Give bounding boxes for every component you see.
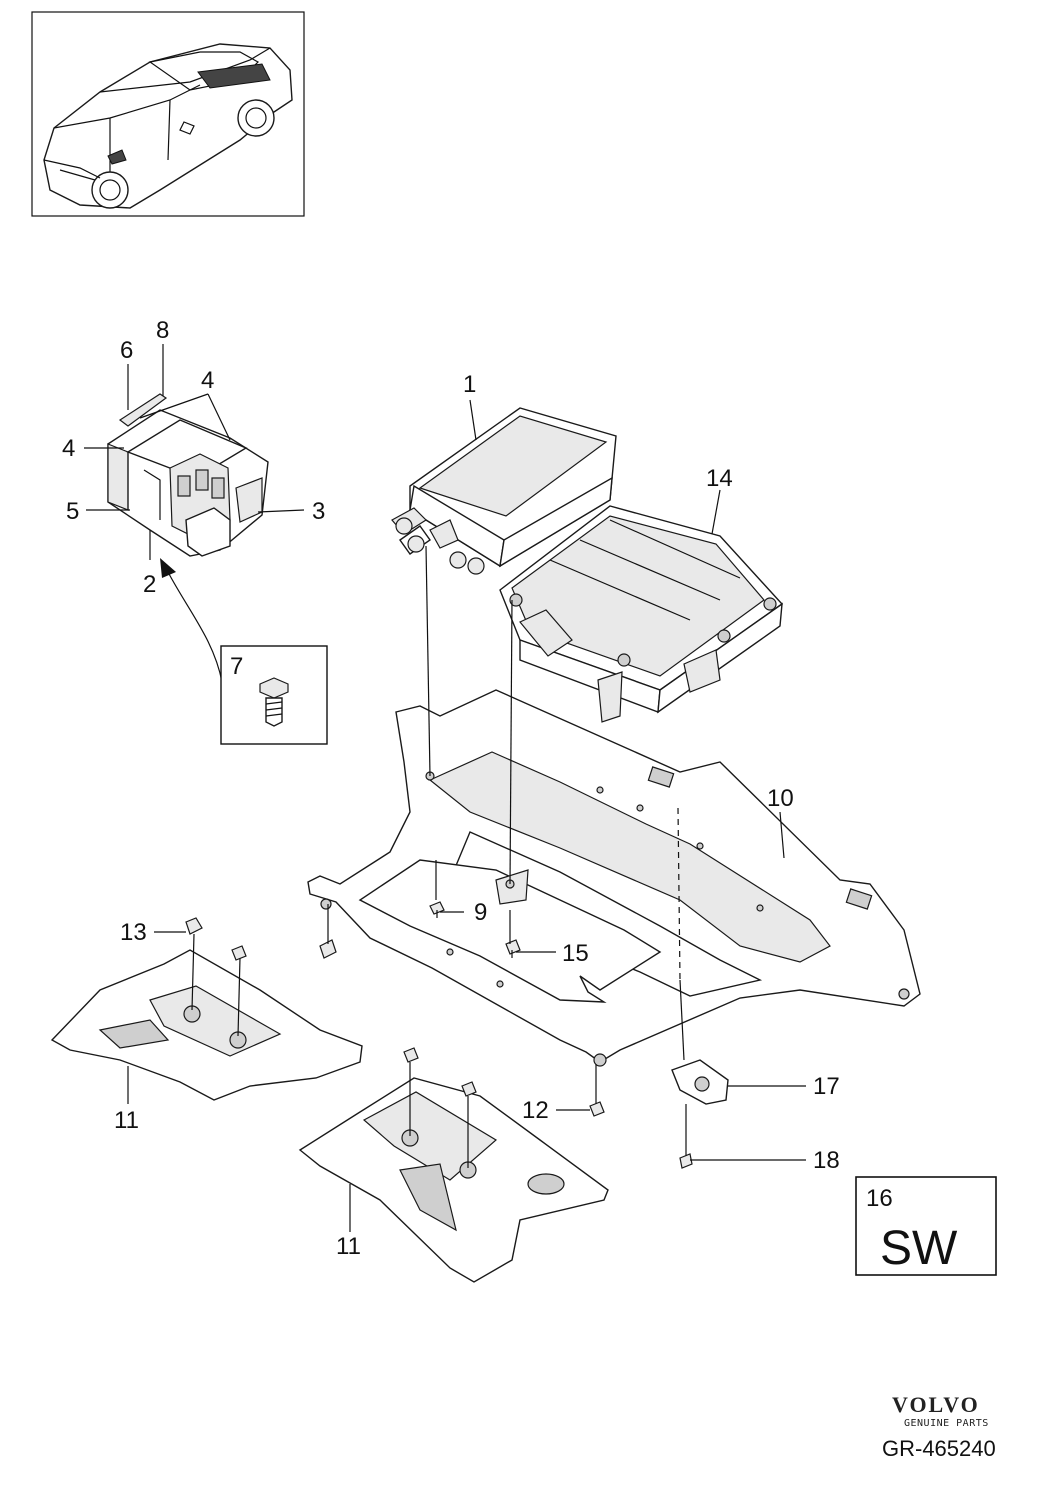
callout-3: 3: [312, 498, 325, 525]
callout-2: 2: [143, 571, 156, 598]
genuine-parts-tagline: GENUINE PARTS: [904, 1418, 989, 1429]
callout-9: 9: [474, 899, 487, 926]
charger-control-unit: [107, 393, 269, 560]
callout-13: 13: [120, 919, 147, 946]
vehicle-locator-inset: [31, 11, 305, 217]
nut-13-icon: [185, 917, 203, 935]
install-arrow: [160, 558, 223, 683]
callout-10: 10: [767, 785, 794, 812]
leader-lines: [84, 344, 806, 1232]
flange-bolt-icon: [259, 677, 289, 727]
callout-1: 1: [463, 371, 476, 398]
fasteners: [185, 901, 729, 1169]
legend-number: 16: [866, 1185, 893, 1212]
callout-5: 5: [66, 498, 79, 525]
assembly-lines: [191, 545, 687, 1168]
callout-6: 6: [120, 337, 133, 364]
bolt-12-icon: [589, 1096, 605, 1117]
brand-block: VOLVO GENUINE PARTS GR-465240: [882, 1392, 996, 1461]
underbody-shield-right: [298, 1077, 609, 1283]
callout-labels: 1 2 3 4 4 5 6 7 8 9 10 11 11 12 13 14 15…: [62, 317, 840, 1260]
bolt-detail-box: [220, 645, 328, 745]
underbody-shield-left: [50, 949, 363, 1101]
diagram-reference: GR-465240: [882, 1436, 996, 1461]
nut-shield-right-b-icon: [461, 1081, 477, 1097]
mounting-carrier-bracket: [307, 689, 921, 1067]
dc-converter-module: [391, 407, 617, 575]
callout-15: 15: [562, 940, 589, 967]
callout-4-top: 4: [201, 367, 214, 394]
callout-18: 18: [813, 1147, 840, 1174]
nut-shield-right-a-icon: [403, 1047, 419, 1063]
clamp-17-icon: [671, 1059, 729, 1105]
bolt-left-icon: [319, 934, 337, 959]
nut-shield-left-icon: [231, 945, 247, 961]
callout-11-right: 11: [336, 1233, 361, 1260]
callout-4-left: 4: [62, 435, 75, 462]
callout-11-left: 11: [114, 1107, 139, 1134]
legend-code: SW: [880, 1222, 958, 1275]
callout-12: 12: [522, 1097, 549, 1124]
callout-8: 8: [156, 317, 169, 344]
bolt-9-icon: [429, 901, 445, 918]
variant-legend-box: 16 SW: [855, 1176, 997, 1276]
car-outline-icon: [43, 43, 293, 209]
inverter-module: [499, 505, 784, 723]
callout-7: 7: [230, 653, 243, 680]
volvo-logo: VOLVO: [892, 1392, 980, 1417]
callout-17: 17: [813, 1073, 840, 1100]
bolt-18-icon: [679, 1148, 693, 1169]
callout-14: 14: [706, 465, 733, 492]
